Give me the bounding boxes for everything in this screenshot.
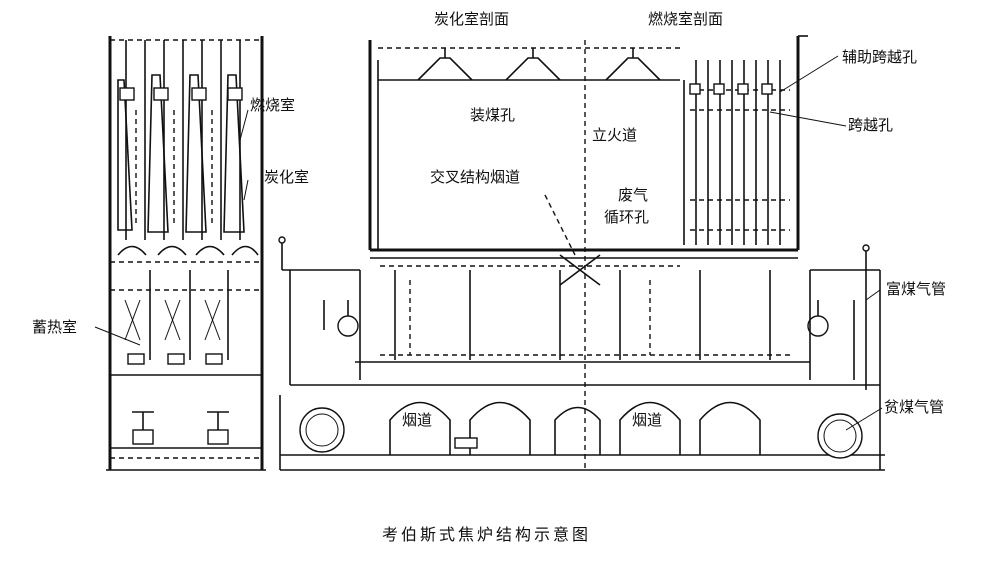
label-waste-gas-recirc-2: 循环孔: [604, 208, 649, 226]
right-valve: [807, 315, 829, 337]
label-aux-crossover-hole: 辅助跨越孔: [842, 48, 917, 66]
label-riser: 立火道: [592, 126, 637, 144]
main-section-figure: [278, 35, 885, 471]
label-charging-hole: 装煤孔: [470, 106, 515, 124]
left-section-figure: [106, 36, 266, 471]
label-combustion-chamber: 燃烧室: [250, 96, 295, 114]
label-flue-right: 烟道: [632, 411, 662, 429]
figure-caption: 考伯斯式焦炉结构示意图: [382, 525, 591, 544]
label-combustion-section: 燃烧室剖面: [648, 10, 723, 28]
label-cross-flue: 交叉结构烟道: [430, 168, 520, 186]
left-main-flue-pipe: [299, 407, 345, 453]
label-lean-gas-pipe: 贫煤气管: [884, 398, 944, 416]
label-rich-gas-pipe: 富煤气管: [886, 280, 946, 298]
label-carbonization-chamber: 炭化室: [264, 168, 309, 186]
label-flue-left: 烟道: [402, 411, 432, 429]
label-carbonization-section: 炭化室剖面: [434, 10, 509, 28]
label-regenerator: 蓄热室: [32, 318, 77, 336]
label-waste-gas-recirc-1: 废气: [618, 186, 648, 204]
label-crossover-hole: 跨越孔: [848, 116, 893, 134]
left-valve: [337, 315, 359, 337]
combustion-flues: [683, 60, 790, 245]
lean-gas-pipe-shape: [817, 413, 863, 459]
leader-lines: [94, 55, 883, 431]
text-labels: 炭化室剖面 燃烧室剖面 辅助跨越孔 跨越孔 装煤孔 立火道 燃烧室 炭化室 交叉…: [32, 10, 946, 544]
flue-arches: [389, 401, 761, 455]
